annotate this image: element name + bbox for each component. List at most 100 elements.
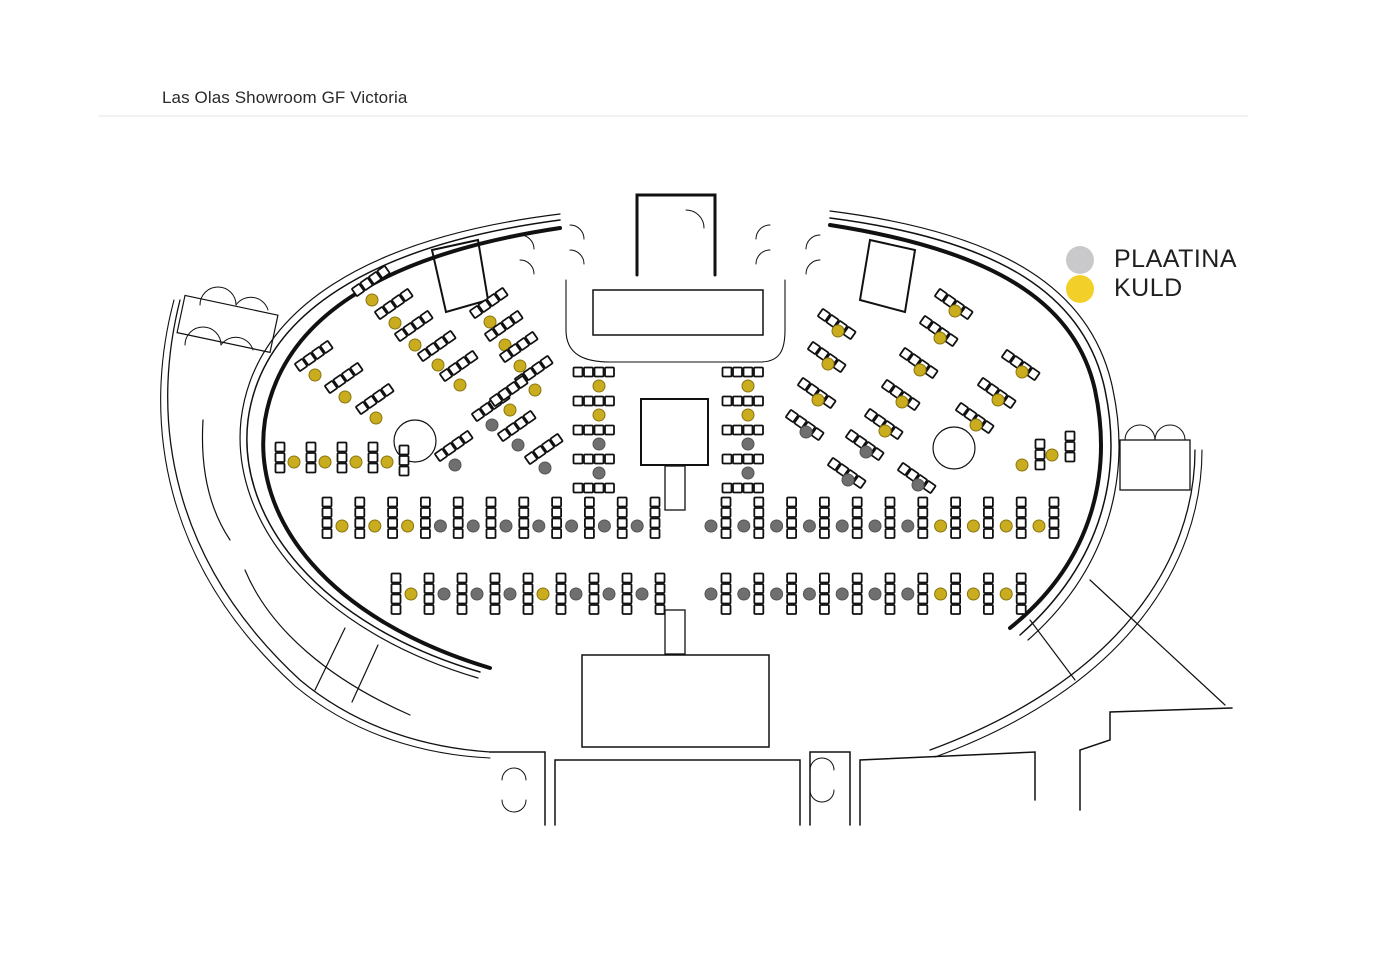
platinum-table[interactable]	[448, 458, 462, 472]
platinum-table[interactable]	[602, 587, 616, 601]
platinum-table[interactable]	[868, 587, 882, 601]
platinum-table[interactable]	[737, 519, 751, 533]
platinum-table[interactable]	[841, 473, 855, 487]
gold-table[interactable]	[991, 393, 1005, 407]
gold-table[interactable]	[592, 379, 606, 393]
platinum-table[interactable]	[859, 445, 873, 459]
platinum-table[interactable]	[737, 587, 751, 601]
platinum-table[interactable]	[741, 437, 755, 451]
platinum-table[interactable]	[770, 587, 784, 601]
gold-table[interactable]	[401, 519, 415, 533]
platinum-table[interactable]	[799, 425, 813, 439]
platinum-table[interactable]	[868, 519, 882, 533]
platinum-table[interactable]	[630, 519, 644, 533]
chair-icon	[499, 349, 513, 363]
gold-table[interactable]	[999, 519, 1013, 533]
gold-table[interactable]	[349, 455, 363, 469]
platinum-table[interactable]	[835, 587, 849, 601]
gold-table[interactable]	[408, 338, 422, 352]
gold-table[interactable]	[1045, 448, 1059, 462]
chair-icon	[411, 316, 425, 330]
gold-table[interactable]	[741, 408, 755, 422]
gold-table[interactable]	[933, 331, 947, 345]
chair-icon	[583, 453, 594, 465]
platinum-table[interactable]	[835, 519, 849, 533]
platinum-table[interactable]	[538, 461, 552, 475]
gold-table[interactable]	[966, 519, 980, 533]
gold-table[interactable]	[404, 587, 418, 601]
platinum-table[interactable]	[503, 587, 517, 601]
gold-table[interactable]	[368, 519, 382, 533]
seating-layout	[274, 265, 1076, 615]
platinum-table[interactable]	[635, 587, 649, 601]
gold-table[interactable]	[934, 519, 948, 533]
gold-table[interactable]	[335, 519, 349, 533]
gold-table[interactable]	[1015, 458, 1029, 472]
platinum-table[interactable]	[901, 519, 915, 533]
gold-table[interactable]	[741, 379, 755, 393]
chair-icon	[919, 315, 933, 329]
platinum-table[interactable]	[532, 519, 546, 533]
platinum-table[interactable]	[802, 587, 816, 601]
chair-icon	[324, 380, 338, 394]
chair-icon	[354, 507, 366, 518]
gold-table[interactable]	[453, 378, 467, 392]
gold-table[interactable]	[308, 368, 322, 382]
chair-icon	[742, 395, 754, 407]
gold-table[interactable]	[878, 424, 892, 438]
platinum-table[interactable]	[565, 519, 579, 533]
platinum-table[interactable]	[901, 587, 915, 601]
gold-table[interactable]	[999, 587, 1013, 601]
lower-stage	[581, 654, 770, 748]
platinum-table[interactable]	[511, 438, 525, 452]
platinum-table[interactable]	[911, 478, 925, 492]
gold-table[interactable]	[821, 357, 835, 371]
chair-icon	[807, 341, 821, 355]
gold-table[interactable]	[287, 455, 301, 469]
chair-icon	[983, 496, 994, 508]
gold-table[interactable]	[338, 390, 352, 404]
gold-table[interactable]	[431, 358, 445, 372]
chair-icon	[321, 507, 333, 518]
gold-table[interactable]	[388, 316, 402, 330]
platinum-table[interactable]	[437, 587, 451, 601]
platinum-table[interactable]	[499, 519, 513, 533]
platinum-table[interactable]	[592, 466, 606, 480]
gold-table[interactable]	[969, 418, 983, 432]
gold-table[interactable]	[895, 395, 909, 409]
platinum-table[interactable]	[592, 437, 606, 451]
gold-table[interactable]	[503, 403, 517, 417]
gold-table[interactable]	[380, 455, 394, 469]
platinum-table[interactable]	[770, 519, 784, 533]
gold-table[interactable]	[513, 359, 527, 373]
gold-table[interactable]	[1015, 365, 1029, 379]
chair-icon	[489, 604, 501, 615]
gold-table[interactable]	[318, 455, 332, 469]
platinum-table[interactable]	[704, 519, 718, 533]
platinum-table[interactable]	[433, 519, 447, 533]
chair-icon	[983, 572, 994, 584]
gold-table[interactable]	[831, 324, 845, 338]
gold-table[interactable]	[934, 587, 948, 601]
chair-icon	[851, 593, 863, 605]
gold-table[interactable]	[528, 383, 542, 397]
door-swing-icon	[501, 767, 527, 813]
platinum-table[interactable]	[470, 587, 484, 601]
platinum-table[interactable]	[704, 587, 718, 601]
gold-table[interactable]	[966, 587, 980, 601]
platinum-table[interactable]	[597, 519, 611, 533]
platinum-table[interactable]	[802, 519, 816, 533]
gold-table[interactable]	[536, 587, 550, 601]
gold-table[interactable]	[365, 293, 379, 307]
gold-table[interactable]	[913, 363, 927, 377]
platinum-table[interactable]	[569, 587, 583, 601]
platinum-table[interactable]	[466, 519, 480, 533]
platinum-table[interactable]	[741, 466, 755, 480]
gold-table[interactable]	[1032, 519, 1046, 533]
gold-table[interactable]	[592, 408, 606, 422]
gold-table[interactable]	[369, 411, 383, 425]
gold-table[interactable]	[948, 304, 962, 318]
gold-table[interactable]	[811, 393, 825, 407]
platinum-table[interactable]	[485, 418, 499, 432]
gold-table[interactable]	[483, 315, 497, 329]
